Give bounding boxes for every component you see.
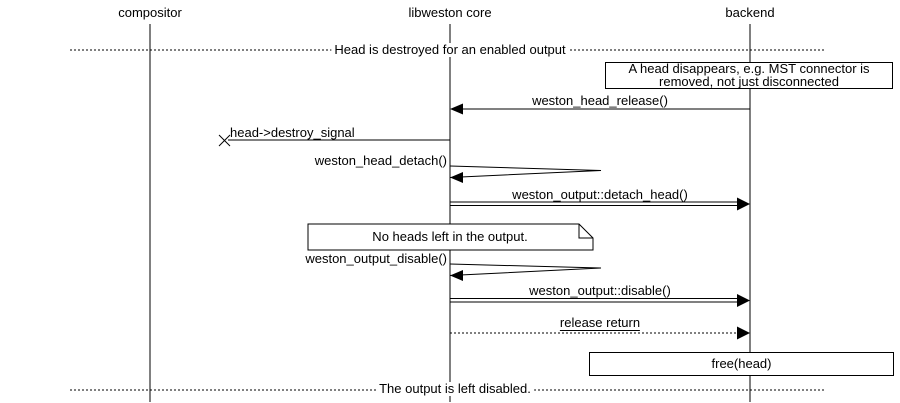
self-call-output-disable-loop (449, 263, 602, 276)
arrowhead-right-icon (737, 197, 750, 211)
free-head-box: free(head) (589, 352, 894, 376)
note-no-heads-label: No heads left in the output. (372, 229, 528, 244)
note-head-disappears-line2: removed, not just disconnected (659, 73, 839, 89)
participant-label-compositor: compositor (118, 5, 182, 20)
note-head-disappears-line1: A head disappears, e.g. MST connector is (628, 61, 870, 76)
lost-message-x-icon (218, 134, 231, 147)
self-call-head-detach-loop (449, 165, 602, 178)
message-label-output-disable: weston_output::disable() (529, 283, 671, 298)
divider-label-bottom: The output is left disabled. (376, 382, 534, 396)
message-label-output-disable-fn: weston_output_disable() (305, 251, 447, 266)
arrowhead-left-icon (450, 270, 463, 281)
note-fold-icon (578, 224, 593, 239)
message-label-release-return: release return (559, 315, 641, 331)
divider-label-top: Head is destroyed for an enabled output (331, 43, 569, 57)
message-label-destroy-signal: head->destroy_signal (230, 125, 355, 140)
arrowhead-left-icon (450, 103, 463, 115)
participant-label-backend: backend (725, 5, 775, 20)
arrowhead-right-icon (737, 294, 750, 307)
message-label-head-detach: weston_head_detach() (314, 153, 447, 168)
message-label-detach-head: weston_output::detach_head() (512, 187, 688, 202)
arrowhead-right-icon (737, 326, 750, 340)
arrowhead-left-icon (450, 172, 463, 183)
note-no-heads-shape (307, 223, 594, 251)
note-head-disappears: A head disappears, e.g. MST connector is… (605, 62, 893, 89)
message-label-head-release: weston_head_release() (532, 93, 668, 108)
participant-label-libweston-core: libweston core (408, 5, 492, 20)
